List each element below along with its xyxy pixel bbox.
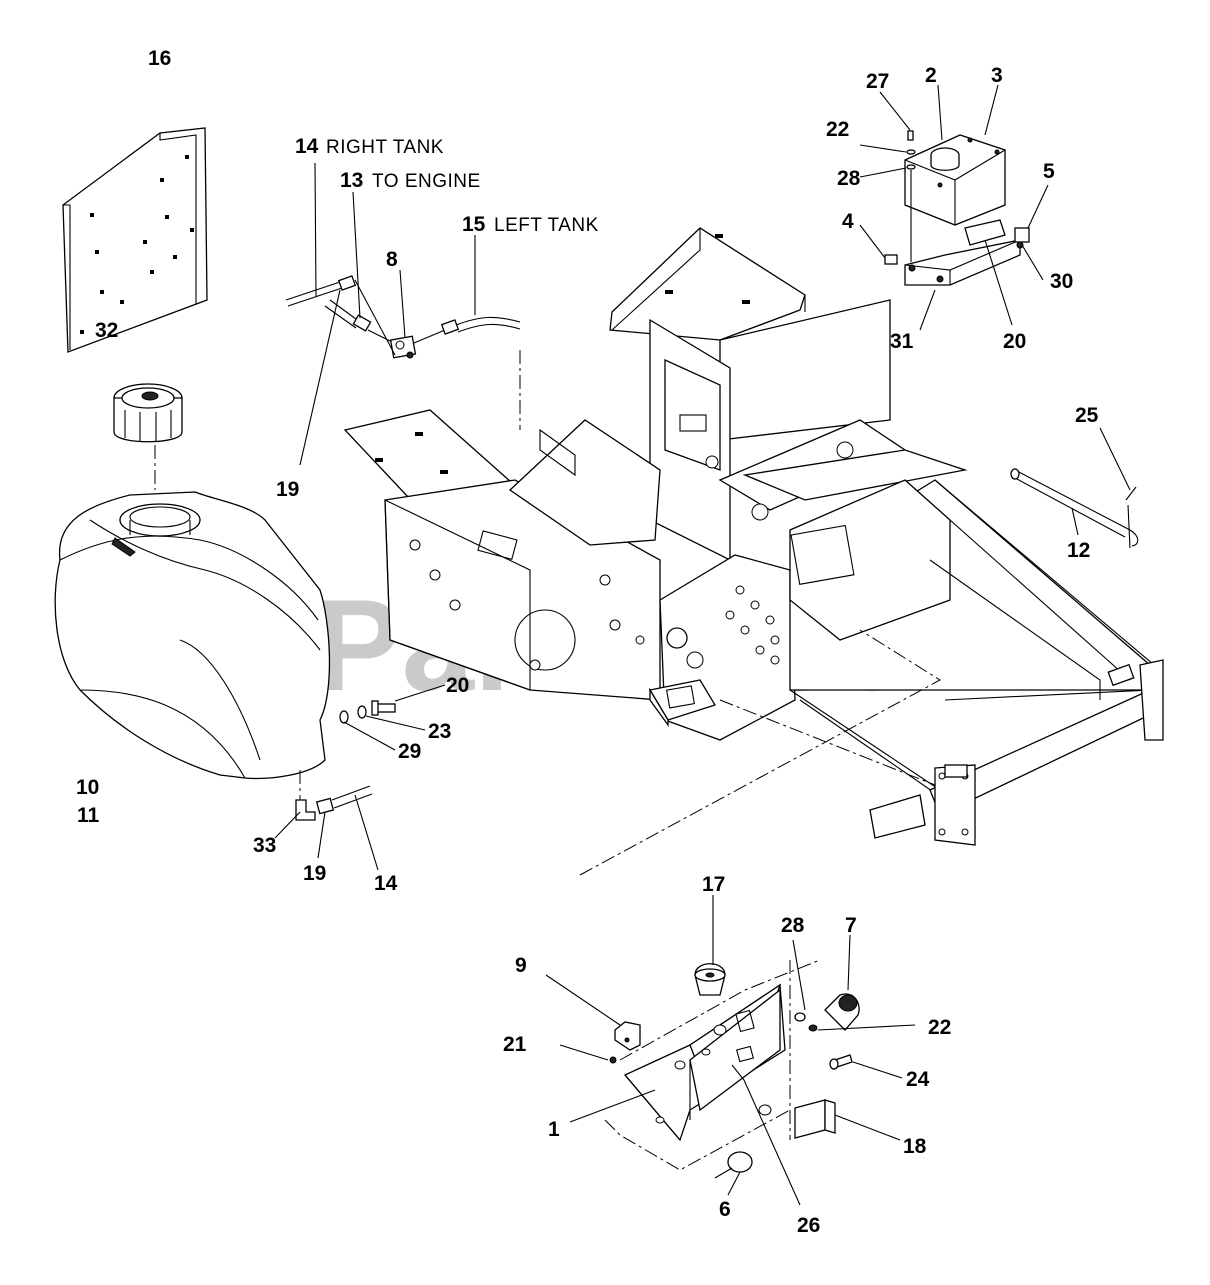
callout-13: 13 [340,169,363,192]
callout-28-upper: 28 [837,167,861,190]
note-left-tank: LEFT TANK [494,215,599,236]
callout-6: 6 [719,1198,731,1221]
part-9-bracket [545,974,641,1051]
callout-14-right: 14 [295,135,319,158]
callout-3: 3 [991,64,1003,87]
callout-22-upper: 22 [826,118,849,141]
reservoir-hardware [859,84,1049,331]
callout-2: 2 [925,64,937,87]
callout-11: 11 [77,804,100,827]
callout-22-lower: 22 [928,1016,951,1039]
callout-15: 15 [462,213,486,236]
callout-18: 18 [903,1135,927,1158]
callout-28-lower: 28 [781,914,805,937]
callout-19-upper: 19 [276,478,299,501]
part-21-nut [559,1044,617,1064]
fuel-line-assembly [285,162,521,466]
part-10-fuel-tank [54,491,331,780]
part-31-bracket [884,219,1030,286]
part-17-grommet [694,895,726,996]
callout-20-reservoir: 20 [1003,330,1026,353]
callout-20-tank: 20 [446,674,469,697]
callout-12: 12 [1067,539,1090,562]
callout-5: 5 [1043,160,1055,183]
note-right-tank: RIGHT TANK [326,137,444,158]
callout-4: 4 [842,210,854,233]
callout-27: 27 [866,70,889,93]
part-12-rod [1010,427,1139,549]
part-1-control-plate [604,959,821,1171]
callout-16: 16 [148,47,171,70]
callout-23: 23 [428,720,451,743]
tank-outlet-fitting [274,770,379,871]
callout-7: 7 [845,914,857,937]
callout-30: 30 [1050,270,1073,293]
part-18-relay [794,1099,901,1141]
part-26-pin [731,1064,801,1206]
callout-24: 24 [906,1068,930,1091]
callout-8: 8 [386,248,398,271]
callout-1: 1 [548,1118,560,1141]
part-7-switch [824,934,860,1031]
part-16-panel [62,127,208,353]
callout-labels: 16 14 RIGHT TANK 13 TO ENGINE 15 LEFT TA… [76,47,1099,1237]
callout-21: 21 [503,1033,527,1056]
callout-19-lower: 19 [303,862,326,885]
part-3-reservoir [904,134,1006,226]
part-32-gas-cap [113,383,183,443]
callout-14-lower: 14 [374,872,398,895]
callout-25: 25 [1075,404,1099,427]
main-frame [343,227,1164,876]
callout-29: 29 [398,740,421,763]
callout-33: 33 [253,834,276,857]
callout-17: 17 [702,873,725,896]
switch-hardware [792,939,916,1079]
callout-32: 32 [95,319,118,342]
callout-26: 26 [797,1214,820,1237]
callout-31: 31 [890,330,914,353]
callout-9: 9 [515,954,527,977]
tank-hardware [339,684,446,751]
part-6-knob [714,1151,753,1196]
note-to-engine: TO ENGINE [372,171,481,192]
callout-10: 10 [76,776,99,799]
